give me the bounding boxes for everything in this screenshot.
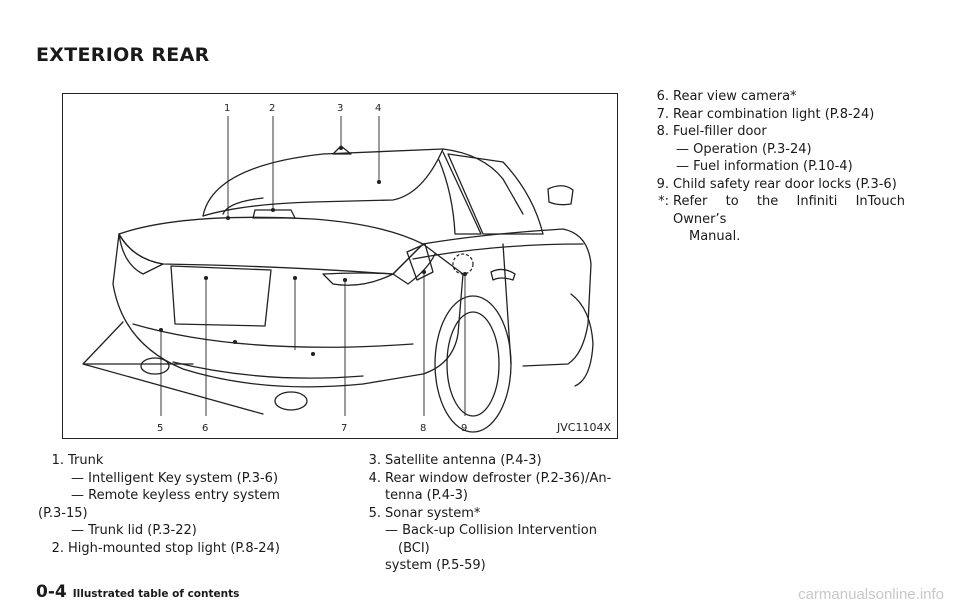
note-label-continued: Manual. [689, 229, 741, 244]
tail-light-left [118, 233, 164, 275]
list-subitem: — Remote keyless entry system [71, 488, 280, 503]
item-label: Child safety rear door locks (P.3-6) [673, 176, 897, 192]
sonar-bracket [82, 321, 264, 415]
item-label: Rear window defroster (P.2-36)/An- [385, 470, 612, 486]
roof-outline [202, 148, 524, 217]
page-number: 0-4 [36, 582, 67, 602]
callout-2: 2 [269, 103, 276, 114]
character-line [412, 243, 584, 260]
car-rear-drawing [82, 116, 594, 433]
list-item-2: 2. High-mounted stop light (P.8-24) [38, 540, 328, 558]
item-number: 1. [51, 453, 64, 468]
trunk-lid [118, 216, 424, 275]
rear-exterior-illustration: 1 2 3 4 5 6 7 8 9 JVC1104X [62, 93, 618, 439]
note-label: Refer to the Infiniti InTouch Owner’s [673, 194, 905, 227]
item-number: 9. [656, 176, 669, 192]
legend-column-left: 1. Trunk — Intelligent Key system (P.3-6… [38, 452, 328, 557]
section-title: Illustrated table of contents [72, 588, 240, 600]
list-item-3: 3. Satellite antenna (P.4-3) [355, 452, 617, 470]
side-window-rear [438, 151, 482, 235]
item-label: High-mounted stop light (P.8-24) [68, 540, 280, 556]
rear-body [112, 233, 464, 388]
bumper-line [132, 323, 414, 348]
figure-code: JVC1104X [557, 421, 611, 434]
exhaust-right [274, 391, 308, 411]
callout-3: 3 [337, 103, 344, 114]
list-subitem: — Trunk lid (P.3-22) [71, 523, 197, 538]
list-subitem: — Intelligent Key system (P.3-6) [71, 470, 279, 486]
list-item-7: 7. Rear combination light (P.8-24) [643, 106, 905, 124]
legend-column-middle: 3. Satellite antenna (P.4-3) 4. Rear win… [355, 452, 617, 575]
page-footer: 0-4 Illustrated table of contents [36, 582, 239, 602]
item-number: 5. [368, 505, 381, 521]
diffuser [172, 361, 364, 379]
rear-window-lower [222, 197, 264, 215]
rear-window [202, 148, 444, 217]
watermark: carmanualsonline.info [798, 586, 944, 603]
list-item-9: 9. Child safety rear door locks (P.3-6) [643, 176, 905, 194]
callout-5: 5 [157, 423, 164, 434]
fuel-filler-door [406, 243, 434, 281]
item-label: Fuel-filler door [673, 124, 767, 139]
item-number: 6. [656, 89, 669, 104]
page-heading: EXTERIOR REAR [36, 44, 210, 66]
list-subitem: — Operation (P.3-24) [676, 141, 812, 157]
list-item-8: 8. Fuel-filler door [643, 123, 905, 141]
legend-column-right: 6. Rear view camera* 7. Rear combination… [643, 88, 905, 246]
tail-light-right [322, 272, 394, 286]
exhaust-left [140, 357, 170, 375]
list-subitem: — Fuel information (P.10-4) [676, 159, 853, 174]
list-subitem: — Back-up Collision Intervention (BCI) [385, 523, 597, 556]
satellite-antenna [332, 145, 352, 155]
note-marker: *: [658, 194, 669, 209]
tail-light-right-outer [392, 243, 436, 285]
door-handle [490, 268, 516, 281]
list-item-1: 1. Trunk [38, 452, 328, 470]
rear-wheel [434, 295, 512, 433]
front-wheel [570, 293, 594, 387]
item-number: 2. [51, 540, 64, 556]
item-label: Sonar system* [385, 505, 481, 521]
item-label: Rear view camera* [673, 89, 797, 104]
list-subitem-continued: (P.3-15) [38, 505, 88, 521]
callout-6: 6 [202, 423, 209, 434]
list-item-6: 6. Rear view camera* [643, 88, 905, 106]
callout-4: 4 [375, 103, 382, 114]
item-number: 7. [656, 106, 669, 122]
callout-8: 8 [420, 423, 427, 434]
list-item-5: 5. Sonar system* [355, 505, 617, 523]
item-number: 4. [368, 470, 381, 486]
callout-1: 1 [224, 103, 231, 114]
item-label: Rear combination light (P.8-24) [673, 106, 875, 122]
side-window-front [447, 153, 544, 235]
callout-7: 7 [341, 423, 348, 434]
list-item-4: 4. Rear window defroster (P.2-36)/An- te… [355, 470, 617, 505]
callout-9: 9 [461, 423, 468, 434]
item-label: Satellite antenna (P.4-3) [385, 453, 542, 468]
high-mount-stop-light [252, 209, 296, 219]
list-subitem-continued: system (P.5-59) [385, 558, 486, 573]
rear-wheel-inner [446, 311, 500, 417]
item-label: Trunk [68, 453, 104, 468]
child-lock-circle [452, 253, 474, 275]
item-label-continued: tenna (P.4-3) [385, 488, 468, 503]
side-mirror [547, 185, 574, 206]
item-number: 8. [656, 124, 669, 139]
list-note: *: Refer to the Infiniti InTouch Owner’s… [643, 193, 905, 246]
item-number: 3. [368, 453, 381, 468]
body-side [422, 228, 592, 367]
license-plate-recess [170, 265, 272, 327]
